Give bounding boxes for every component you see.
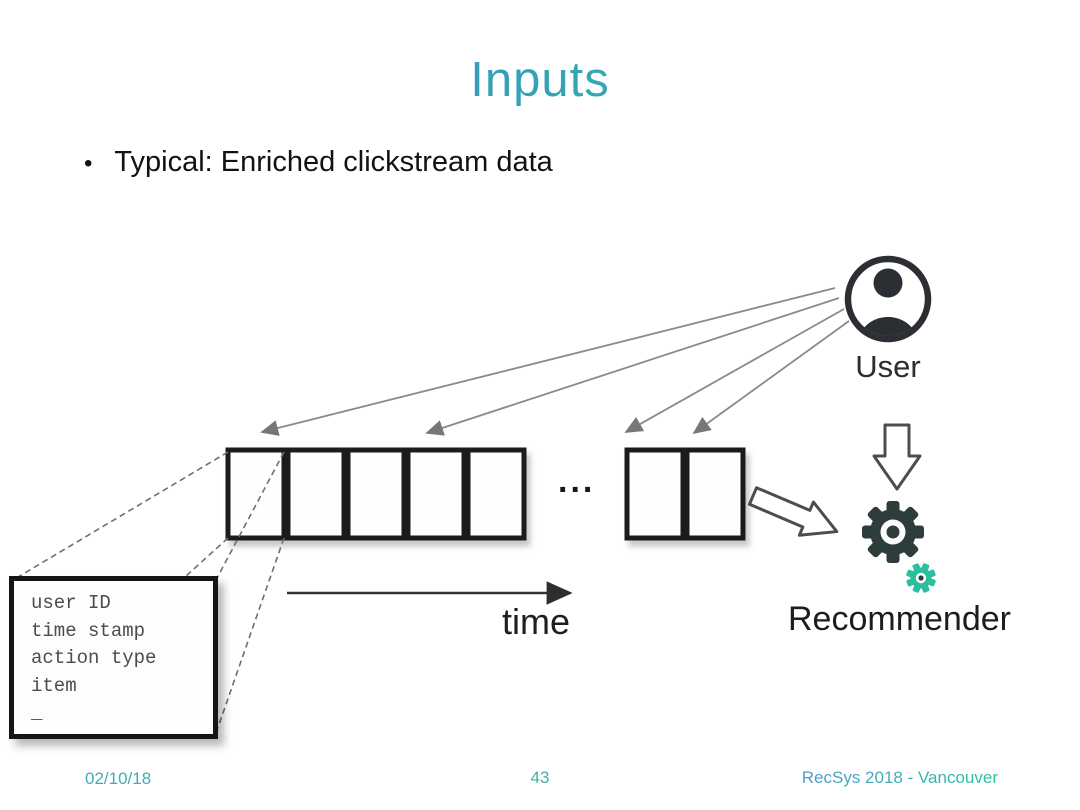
bullet-item: • Typical: Enriched clickstream data: [84, 146, 553, 179]
event-sequence-group1: [225, 447, 527, 541]
bullet-marker: •: [84, 150, 93, 177]
footer-page-number: 43: [530, 768, 550, 787]
page-title: Inputs: [0, 52, 1080, 108]
recommender-label: Recommender: [788, 600, 1011, 638]
down-block-arrow: [872, 423, 922, 491]
record-field-action-type: action type: [31, 647, 157, 669]
sequence-to-recommender-arrow: [747, 486, 839, 537]
time-label: time: [501, 601, 570, 642]
gear-small-teal-icon: [906, 563, 936, 593]
event-sequence-group2: [624, 447, 746, 541]
bullet-text: Typical: Enriched clickstream data: [114, 146, 553, 178]
user-icon: [844, 255, 932, 343]
record-field-user-id: user ID: [31, 592, 111, 614]
event-record-box: user ID time stamp action type item _: [9, 576, 218, 739]
record-field-item: item: [31, 674, 77, 697]
user-label: User: [855, 349, 921, 384]
sequence-ellipsis: ...: [558, 462, 596, 500]
user-to-events-arrows: [260, 287, 850, 436]
footer-venue: RecSys 2018 - Vancouver: [801, 768, 998, 787]
record-field-time-stamp: time stamp: [31, 619, 146, 642]
gear-icon: [862, 501, 924, 563]
record-field-more: _: [31, 702, 43, 724]
footer-date: 02/10/18: [85, 769, 152, 788]
